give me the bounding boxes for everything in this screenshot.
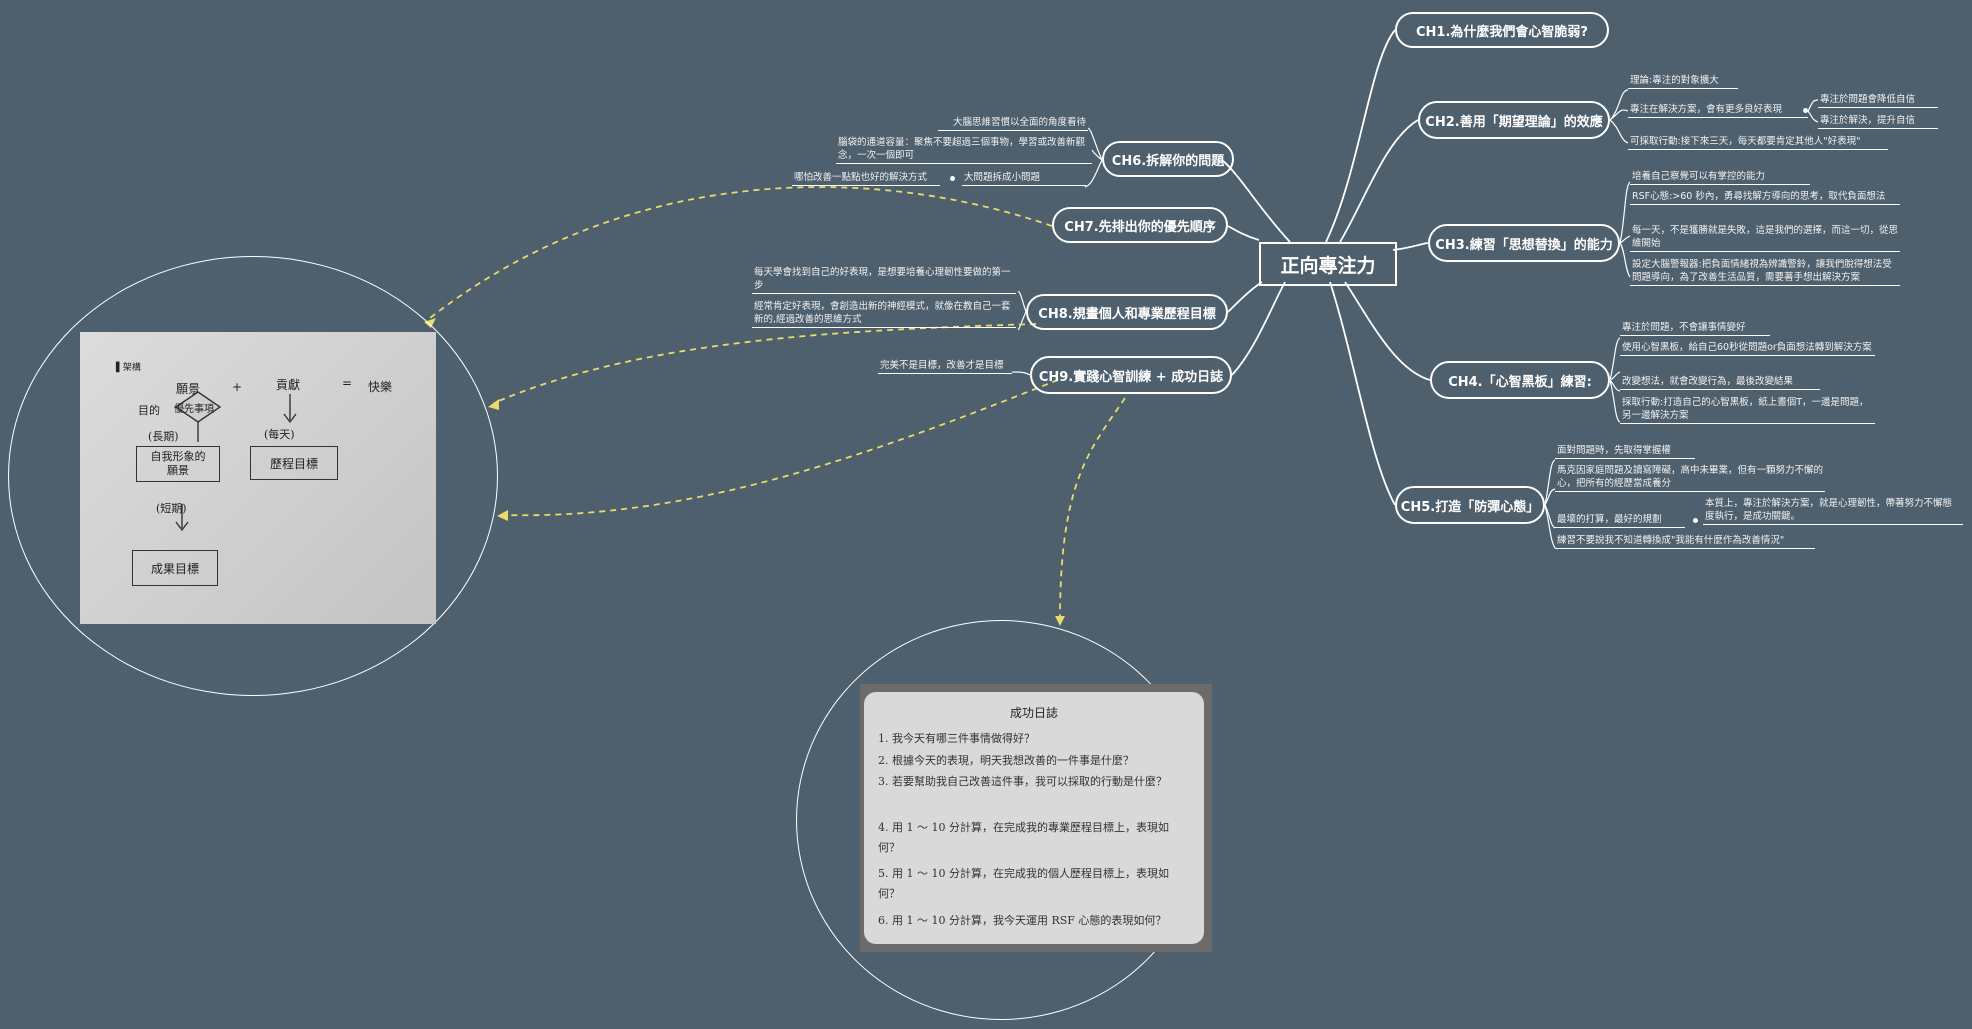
edge-ch2 <box>1339 119 1419 243</box>
ch4-note-change[interactable]: 改變想法，就會改變行為，最後改變結果 <box>1620 375 1820 390</box>
ch5-note-mark-story[interactable]: 馬克因家庭問題及讀寫障礙，高中未畢業，但有一顆努力不懈的心，把所有的經歷當成養分 <box>1555 464 1825 492</box>
ch2-note-theory[interactable]: 理論:專注的對象擴大 <box>1628 74 1738 89</box>
ch3-note-daily-choice[interactable]: 每一天，不是獲勝就是失敗，這是我們的選擇，而這一切，從思維開始 <box>1630 224 1900 252</box>
ch3-note-alarm[interactable]: 設定大腦警報器:把負面情緒視為辨識警鈴，讓我們脫得想法受問題導向，為了改善生活品… <box>1630 258 1900 286</box>
sketch-photo: ▌架構 願景 + 貢獻 = 快樂 目的 優先事項 (長期) 自我形象的願景 (每… <box>80 332 436 624</box>
edge-ch5 <box>1329 281 1396 506</box>
branch-ch3[interactable]: CH3.練習「思想替換」的能力 <box>1428 224 1620 262</box>
branch-ch1[interactable]: CH1.為什麼我們會心智脆弱? <box>1395 12 1609 48</box>
edge-ch8 <box>1227 281 1263 313</box>
dash-ch7-sketch <box>429 186 1053 319</box>
edge-ch3 <box>1392 242 1429 251</box>
ch2-note-action[interactable]: 可採取行動:接下來三天，每天都要肯定其他人"好表現" <box>1628 135 1888 150</box>
sketch-drawing <box>174 391 297 532</box>
journal-item-5: 5. 用 1 ～ 10 分計算，在完成我的個人歷程目標上，表現如何？ <box>878 867 1169 900</box>
branch-ch6[interactable]: CH6.拆解你的問題 <box>1102 141 1234 177</box>
sketch-contribution: 貢獻 <box>276 378 301 392</box>
ch8-note-neural[interactable]: 經常肯定好表現，會創造出新的神經模式，就像在教自己一套新的,經過改善的思維方式 <box>752 300 1016 328</box>
sketch-box-result: 成果目標 <box>132 550 218 586</box>
journal-item-1: 1. 我今天有哪三件事情做得好？ <box>878 732 1035 745</box>
journal-title: 成功日誌 <box>1009 706 1058 720</box>
branch-ch7[interactable]: CH7.先排出你的優先順序 <box>1052 207 1228 243</box>
sketch-vision: 願景 <box>176 382 201 396</box>
sketch-heading: ▌架構 <box>116 363 141 373</box>
ch5-note-ownership[interactable]: 面對問題時，先取得掌握權 <box>1555 444 1695 459</box>
dash-ch9-sketch <box>502 379 1059 517</box>
ch9-note-improve[interactable]: 完美不是目標，改善才是目標 <box>878 359 1012 374</box>
journal-item-6: 6. 用 1 ～ 10 分計算，我今天運用 RSF 心態的表現如何？ <box>878 914 1167 927</box>
ch2-note-dot <box>1803 108 1808 113</box>
sketch-daily: (每天) <box>264 428 295 441</box>
branch-ch5[interactable]: CH5.打造「防彈心態」 <box>1395 486 1545 524</box>
ch2-note-solution-confidence[interactable]: 專注於解決，提升自信 <box>1818 114 1938 129</box>
ch4-note-action[interactable]: 採取行動:打造自己的心智黑板，紙上畫個T，一邊是問題，另一邊解決方案 <box>1620 396 1875 424</box>
ch5-note-resilience[interactable]: 本質上，專注於解決方案，就是心理韌性，帶著努力不懈態度執行，是成功關鍵。 <box>1703 497 1963 525</box>
ch5-note-practice[interactable]: 練習不要說我不知道轉換成"我能有什麼作為改善情況" <box>1555 534 1815 549</box>
journal-item-3: 3. 若要幫助我自己改善這件事，我可以採取的行動是什麼？ <box>878 775 1167 788</box>
sketch-purpose: 目的 <box>138 404 160 417</box>
ch5-note-dot <box>1693 518 1698 523</box>
central-topic[interactable]: 正向專注力 <box>1259 242 1397 286</box>
ch6-note-small-improve[interactable]: 哪怕改善一點點也好的解決方式 <box>792 171 940 186</box>
ch6-note-dot <box>950 176 955 181</box>
edge-ch4 <box>1344 281 1431 381</box>
edge-ch9 <box>1231 281 1286 376</box>
ch3-note-awareness[interactable]: 培養自己察覺可以有掌控的能力 <box>1630 170 1810 185</box>
ch4-note-focus-problem[interactable]: 專注於問題，不會讓事情變好 <box>1620 321 1770 336</box>
edge-ch1 <box>1325 29 1396 243</box>
ch6-note-split[interactable]: 大問題拆成小問題 <box>962 171 1086 186</box>
sketch-box-self-image: 自我形象的願景 <box>136 446 220 482</box>
branch-ch2[interactable]: CH2.善用「期望理論」的效應 <box>1418 101 1610 139</box>
sketch-priority: 優先事項 <box>174 404 214 415</box>
sketch-box-journey: 歷程目標 <box>250 446 338 480</box>
ch3-note-rsf[interactable]: RSF心態:>60 秒內，勇尋找解方導向的思考，取代負面想法 <box>1630 190 1900 205</box>
sketch-image-frame <box>8 256 498 696</box>
ch6-note-brain[interactable]: 大腦思維習慣以全面的角度看待 <box>938 116 1088 131</box>
branch-ch4[interactable]: CH4.「心智黑板」練習: <box>1430 361 1610 399</box>
dash-ch8-sketch <box>493 323 1037 404</box>
ch2-note-problem-confidence[interactable]: 專注於問題會降低自信 <box>1818 93 1938 108</box>
sketch-happiness: 快樂 <box>368 380 393 394</box>
ch4-note-blackboard[interactable]: 使用心智黑板，給自己60秒從問題or負面想法轉到解決方案 <box>1620 341 1875 356</box>
ch2-note-focus-solution[interactable]: 專注在解決方案，會有更多良好表現 <box>1628 103 1808 118</box>
journal-card: 成功日誌 1. 我今天有哪三件事情做得好？ 2. 根據今天的表現，明天我想改善的… <box>864 692 1204 944</box>
edge-ch6 <box>1221 159 1291 243</box>
dash-ch9-journal <box>1059 397 1126 621</box>
journal-item-2: 2. 根據今天的表現，明天我想改善的一件事是什麼？ <box>878 754 1134 767</box>
ch6-note-channel[interactable]: 腦袋的通道容量：聚焦不要超過三個事物，學習或改善新觀念，一次一個即可 <box>836 136 1092 164</box>
ch5-note-worst-best[interactable]: 最壞的打算，最好的規劃 <box>1555 513 1685 528</box>
ch8-note-first-step[interactable]: 每天學會找到自己的好表現，是想要培養心理韌性要做的第一步 <box>752 266 1016 294</box>
journal-photo: 成功日誌 1. 我今天有哪三件事情做得好？ 2. 根據今天的表現，明天我想改善的… <box>860 684 1212 952</box>
journal-item-4: 4. 用 1 ～ 10 分計算，在完成我的專業歷程目標上，表現如何？ <box>878 821 1169 854</box>
branch-ch9[interactable]: CH9.實踐心智訓練 + 成功日誌 <box>1030 356 1232 394</box>
sketch-short-term: (短期) <box>156 502 187 515</box>
branch-ch8[interactable]: CH8.規畫個人和專業歷程目標 <box>1026 294 1228 330</box>
sketch-long-term: (長期) <box>148 430 179 443</box>
edge-ch7 <box>1227 225 1260 241</box>
sketch-plus: + <box>232 380 243 394</box>
sketch-equals: = <box>342 376 353 390</box>
